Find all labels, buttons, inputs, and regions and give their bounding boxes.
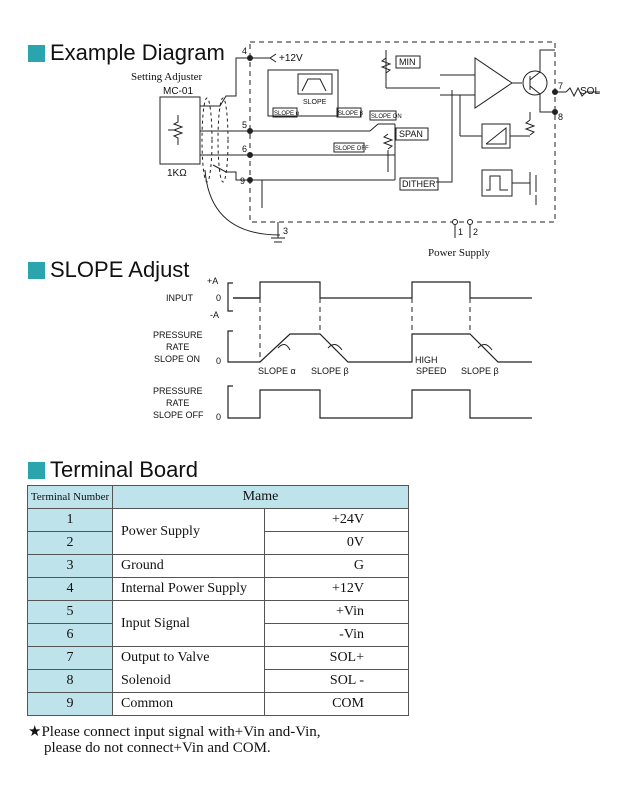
terminal-4-label: 4 [242, 46, 247, 56]
terminal-9-label: 9 [240, 176, 245, 186]
terminal-value: -Vin [264, 623, 409, 647]
terminal-board-table: Terminal Number Mame 1 Power Supply +24V… [27, 485, 409, 716]
note-text-1: Please connect input signal with+Vin and… [41, 724, 321, 740]
table-row: 9 Common COM [27, 692, 409, 716]
terminal-value: +Vin [264, 600, 409, 624]
setting-adjuster-label: Setting Adjuster [131, 71, 203, 83]
pressure-off-label: PRESSURE [153, 386, 203, 396]
terminal-name: Power Supply [112, 508, 265, 555]
terminal-board-title: Terminal Board [50, 457, 198, 482]
note-text-2: please do not connect+Vin and COM. [44, 740, 271, 756]
terminal-board-heading: Terminal Board [28, 457, 198, 483]
table-row: 2 0V [27, 531, 409, 555]
table-header-row: Terminal Number Mame [27, 485, 409, 509]
example-diagram-title: Example Diagram [50, 40, 225, 65]
terminal-1-label: 1 [458, 227, 463, 237]
table-row: 5 Input Signal +Vin [27, 600, 409, 647]
slope-label: SLOPE [303, 99, 327, 106]
star-icon: ★ [28, 724, 42, 740]
rate-off-label: RATE [166, 398, 189, 408]
power-supply-label: Power Supply [428, 247, 491, 259]
slope-b-wave-label-2: SLOPE β [461, 366, 499, 376]
terminal-6-label: 6 [242, 144, 247, 154]
connection-note: ★Please connect input signal with+Vin an… [28, 724, 321, 756]
min-label: MIN [399, 57, 416, 67]
terminal-number: 1 [27, 508, 113, 532]
slope-a-wave-label: SLOPE α [258, 366, 296, 376]
terminal-3-label: 3 [283, 226, 288, 236]
example-diagram-heading: Example Diagram [28, 40, 225, 66]
terminal-8-label: 8 [558, 112, 563, 122]
span-label: SPAN [399, 129, 423, 139]
terminal-name: Output to Valve [112, 646, 265, 670]
terminal-value: SOL - [264, 669, 409, 693]
table-row: 7 Output to Valve SOL+ [27, 646, 409, 670]
dither-label: DITHER [402, 179, 436, 189]
slope-b-label: SLOPE β [338, 111, 364, 117]
column-header-name: Mame [112, 485, 409, 509]
pressure-on-label: PRESSURE [153, 330, 203, 340]
terminal-value: 0V [264, 531, 409, 555]
slope-on-label: SLOPE ON [154, 354, 200, 364]
table-row: 3 Ground G [27, 554, 409, 578]
slope-off-zero-label: 0 [216, 412, 221, 422]
slope-on-zero-label: 0 [216, 356, 221, 366]
terminal-name: Input Signal [112, 600, 265, 647]
terminal-2-label: 2 [473, 227, 478, 237]
terminal-5-label: 5 [242, 120, 247, 130]
input-zero-label: 0 [216, 293, 221, 303]
table-row: 8 Solenoid SOL - [27, 669, 409, 693]
plus-a-label: +A [207, 276, 218, 286]
slope-on-label: SLOPE ON [371, 114, 402, 120]
terminal-number: 6 [27, 623, 113, 647]
terminal-number: 8 [27, 669, 113, 693]
terminal-number: 4 [27, 577, 113, 601]
terminal-number: 7 [27, 646, 113, 670]
terminal-value: +24V [264, 508, 409, 532]
terminal-name: Ground [112, 554, 265, 578]
terminal-name: Common [112, 692, 265, 716]
heading-marker [28, 44, 45, 62]
note-line-1: ★Please connect input signal with+Vin an… [28, 724, 321, 740]
slope-adjust-title: SLOPE Adjust [50, 257, 190, 282]
column-header-number: Terminal Number [27, 485, 113, 509]
sol-label: SOL [580, 86, 600, 97]
setting-adjuster-box [159, 96, 201, 165]
terminal-number: 2 [27, 531, 113, 555]
slope-waveform-diagram: +A INPUT 0 -A PRESSURE RATE SLOPE ON 0 P… [153, 276, 532, 422]
terminal-name: Solenoid [112, 669, 265, 693]
slope-b-wave-label: SLOPE β [311, 366, 349, 376]
resistor-label: 1KΩ [167, 168, 187, 179]
speed-label: SPEED [416, 366, 447, 376]
terminal-value: SOL+ [264, 646, 409, 670]
terminal-name: Internal Power Supply [112, 577, 265, 601]
heading-marker [28, 461, 45, 479]
terminal-number: 5 [27, 600, 113, 624]
terminal-value: G [264, 554, 409, 578]
rate-on-label: RATE [166, 342, 189, 352]
slope-adjust-heading: SLOPE Adjust [28, 257, 189, 283]
table-row: 4 Internal Power Supply +12V [27, 577, 409, 601]
slope-off-label: SLOPE OFF [335, 146, 369, 152]
circuit-diagram: Setting Adjuster MC-01 1KΩ +12V MIN SLOP… [131, 41, 600, 259]
terminal-number: 9 [27, 692, 113, 716]
terminal-7-label: 7 [558, 81, 563, 91]
input-label: INPUT [166, 293, 194, 303]
mc01-label: MC-01 [163, 86, 193, 97]
heading-marker [28, 261, 45, 279]
high-label: HIGH [415, 355, 438, 365]
terminal-number: 3 [27, 554, 113, 578]
table-row: 1 Power Supply +24V [27, 508, 409, 555]
note-line-2: please do not connect+Vin and COM. [28, 740, 321, 756]
slope-a-label: SLOPE α [274, 111, 300, 117]
minus-a-label: -A [210, 310, 219, 320]
terminal-value: +12V [264, 577, 409, 601]
slope-off-label: SLOPE OFF [153, 410, 204, 420]
plus12-label: +12V [279, 53, 303, 64]
terminal-value: COM [264, 692, 409, 716]
